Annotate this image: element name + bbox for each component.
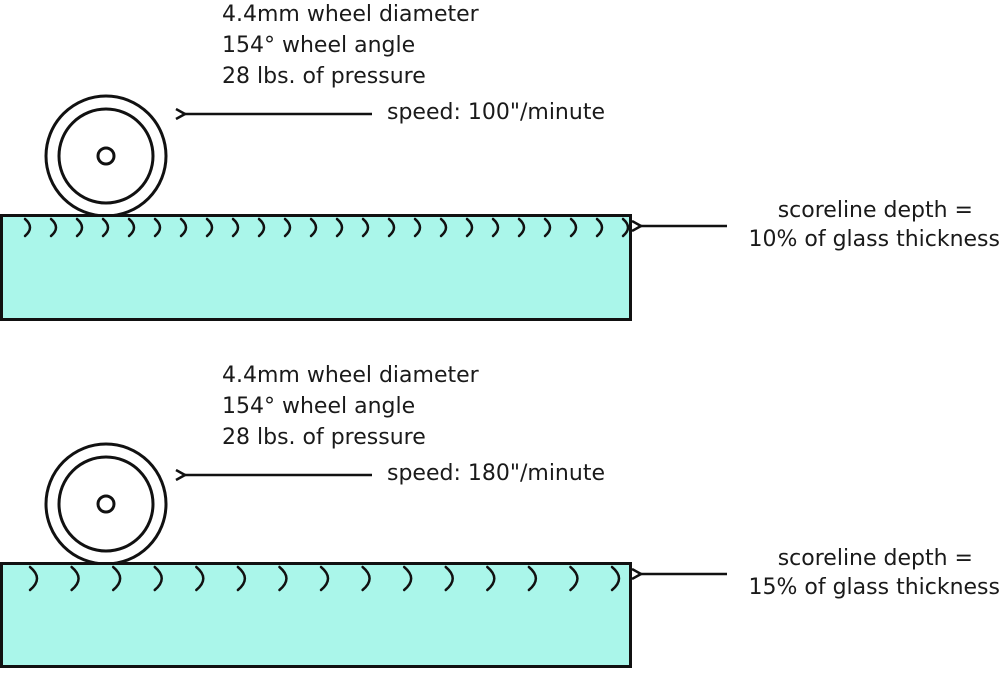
score-mark — [49, 217, 58, 238]
score-mark — [75, 217, 84, 238]
depth-label-line-2: 10% of glass thickness — [748, 227, 1000, 252]
wheel-settings: 4.4mm wheel diameter 154° wheel angle 28… — [222, 0, 479, 92]
depth-label-line-1: scoreline depth = — [777, 198, 973, 223]
score-mark — [610, 565, 621, 592]
score-mark — [621, 217, 630, 238]
score-mark — [569, 217, 578, 238]
score-mark — [70, 565, 80, 592]
score-mark — [527, 565, 538, 592]
score-mark — [153, 217, 162, 238]
score-mark — [179, 217, 188, 238]
cutting-wheel — [44, 94, 168, 218]
score-mark — [361, 565, 371, 592]
score-mark — [28, 565, 39, 592]
scoring-illustration — [0, 94, 727, 321]
score-mark — [278, 565, 288, 592]
scoring-panel-2: 4.4mm wheel diameter 154° wheel angle 28… — [0, 361, 1000, 695]
score-mark — [195, 565, 205, 592]
score-mark — [361, 217, 370, 238]
depth-label-line-1: scoreline depth = — [777, 546, 973, 571]
score-mark — [231, 217, 240, 238]
score-mark — [257, 217, 266, 238]
score-mark — [402, 565, 413, 592]
depth-label-line-2: 15% of glass thickness — [748, 575, 1000, 600]
wheel-angle: 154° wheel angle — [222, 33, 416, 58]
scoreline-depth-label: scoreline depth = 15% of glass thickness — [700, 544, 1000, 602]
score-mark — [413, 217, 422, 238]
score-mark — [127, 217, 136, 238]
score-marks — [23, 217, 630, 238]
score-mark — [491, 217, 500, 238]
score-mark — [439, 217, 448, 238]
cutting-wheel — [44, 442, 168, 566]
score-mark — [236, 565, 247, 592]
wheel-pressure: 28 lbs. of pressure — [222, 425, 426, 450]
score-mark — [465, 217, 474, 238]
score-mark — [569, 565, 579, 592]
score-mark — [23, 217, 32, 238]
wheel-diameter: 4.4mm wheel diameter — [222, 363, 479, 388]
score-mark — [309, 217, 318, 238]
score-mark — [517, 217, 526, 238]
score-mark — [205, 217, 214, 238]
score-mark — [595, 217, 604, 238]
wheel-diameter: 4.4mm wheel diameter — [222, 2, 479, 27]
score-mark — [153, 565, 163, 592]
speed-label: speed: 180"/minute — [387, 461, 605, 486]
score-mark — [543, 217, 552, 238]
scoreline-depth-label: scoreline depth = 10% of glass thickness — [700, 196, 1000, 254]
wheel-settings: 4.4mm wheel diameter 154° wheel angle 28… — [222, 360, 479, 453]
wheel-angle: 154° wheel angle — [222, 394, 416, 419]
glass-sheet — [0, 214, 632, 321]
score-mark — [101, 217, 110, 238]
score-mark — [111, 565, 122, 592]
score-mark — [319, 565, 330, 592]
score-mark — [387, 217, 396, 238]
scoring-illustration — [0, 442, 727, 668]
score-mark — [486, 565, 496, 592]
wheel-pressure: 28 lbs. of pressure — [222, 64, 426, 89]
glass-sheet — [0, 562, 632, 668]
scoring-panel-1: 4.4mm wheel diameter 154° wheel angle 28… — [0, 0, 1000, 334]
score-mark — [444, 565, 454, 592]
score-mark — [335, 217, 344, 238]
speed-label: speed: 100"/minute — [387, 100, 605, 125]
score-marks — [28, 565, 621, 592]
score-mark — [283, 217, 292, 238]
